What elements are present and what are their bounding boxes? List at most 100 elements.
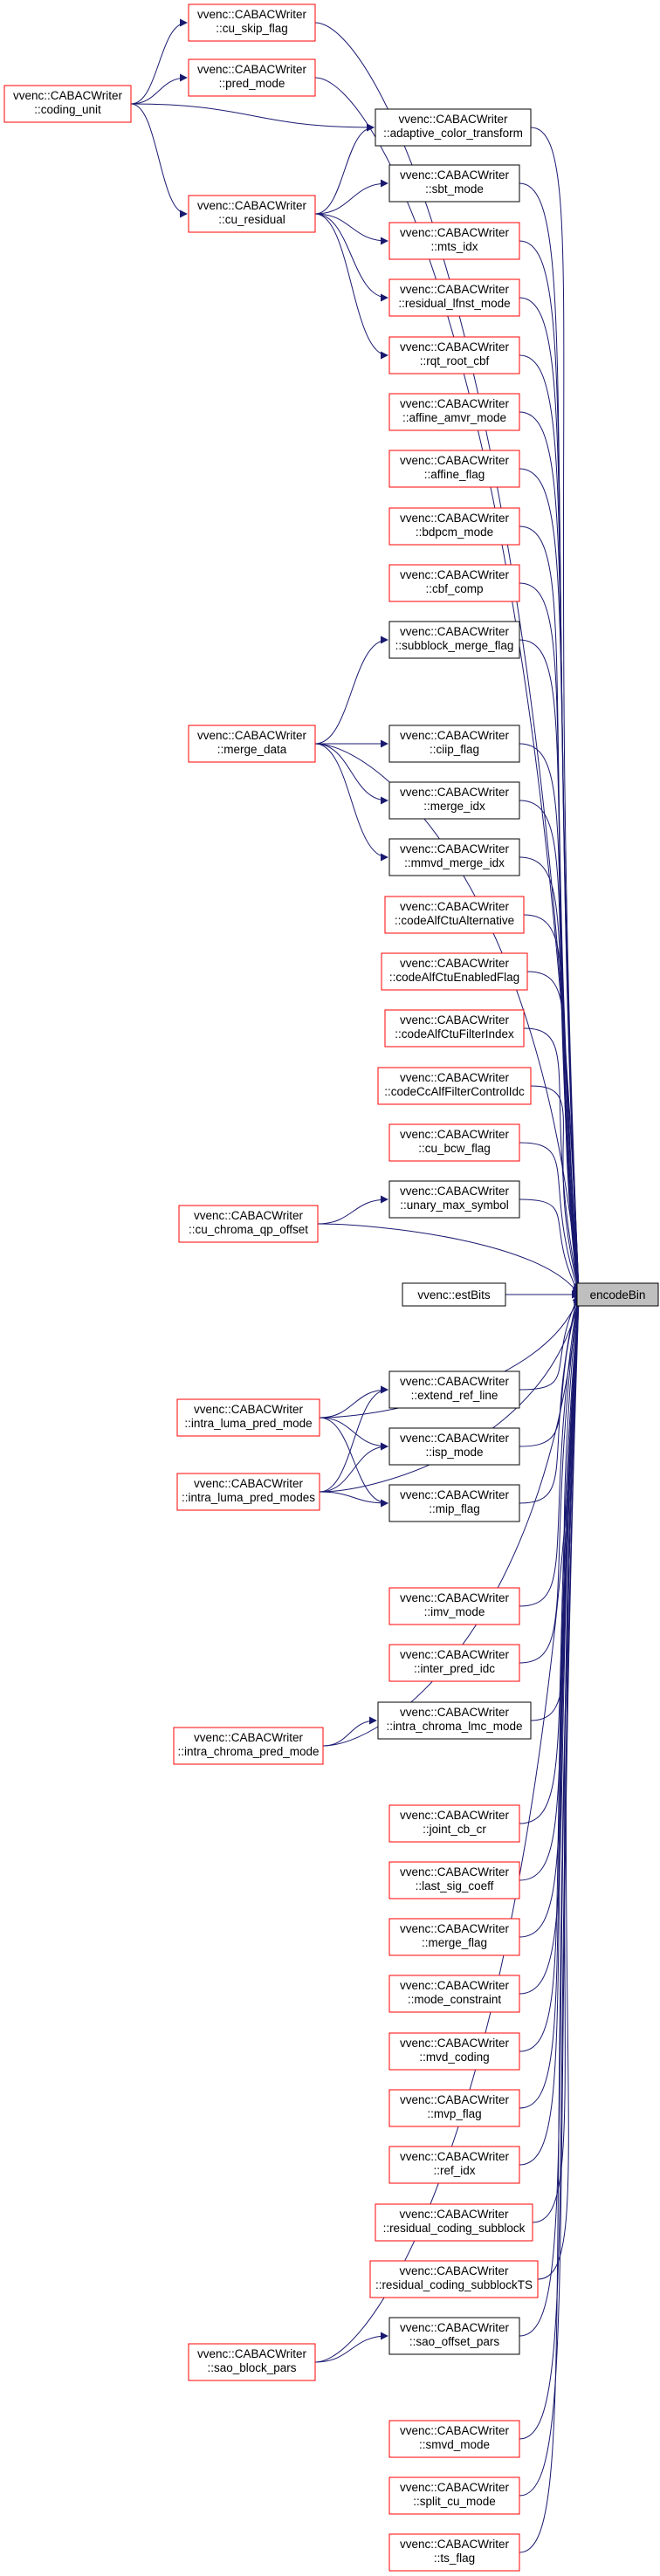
node-residual_lfnst_mode[interactable]: vvenc::CABACWriter::residual_lfnst_mode — [388, 278, 520, 317]
edge-cbf_comp-to-encodeBin — [519, 582, 582, 1293]
node-class-label: vvenc::CABACWriter — [197, 729, 307, 742]
node-method-label: ::codeAlfCtuFilterIndex — [395, 1027, 514, 1041]
node-intra_luma_pred_modes[interactable]: vvenc::CABACWriter::intra_luma_pred_mode… — [176, 1473, 320, 1511]
node-imv_mode[interactable]: vvenc::CABACWriter::imv_mode — [388, 1587, 520, 1625]
node-box — [576, 1282, 659, 1307]
node-affine_flag[interactable]: vvenc::CABACWriter::affine_flag — [388, 450, 520, 488]
node-codeCcAlfFilterControlIdc[interactable]: vvenc::CABACWriter::codeCcAlfFilterContr… — [377, 1067, 532, 1105]
node-merge_flag[interactable]: vvenc::CABACWriter::merge_flag — [388, 1918, 520, 1956]
node-split_cu_mode[interactable]: vvenc::CABACWriter::split_cu_mode — [388, 2476, 520, 2515]
node-residual_coding_subblock[interactable]: vvenc::CABACWriter::residual_coding_subb… — [375, 2203, 533, 2242]
node-cu_residual[interactable]: vvenc::CABACWriter::cu_residual — [188, 195, 316, 233]
node-method-label: ::cu_bcw_flag — [418, 1142, 491, 1155]
node-class-label: vvenc::CABACWriter — [194, 1403, 304, 1416]
node-box — [3, 85, 132, 123]
node-smvd_mode[interactable]: vvenc::CABACWriter::smvd_mode — [388, 2420, 520, 2458]
edge-cu_residual-to-rqt_root_cbf — [314, 213, 388, 360]
node-affine_amvr_mode[interactable]: vvenc::CABACWriter::affine_amvr_mode — [388, 393, 520, 431]
node-class-label: vvenc::CABACWriter — [400, 900, 510, 913]
node-isp_mode[interactable]: vvenc::CABACWriter::isp_mode — [388, 1427, 520, 1466]
node-intra_chroma_pred_mode[interactable]: vvenc::CABACWriter::intra_chroma_pred_mo… — [173, 1727, 324, 1765]
node-pred_mode[interactable]: vvenc::CABACWriter::pred_mode — [188, 58, 316, 97]
node-class-label: vvenc::CABACWriter — [400, 729, 510, 742]
node-box — [188, 2343, 316, 2381]
edge-mip_flag-to-encodeBin — [519, 1289, 581, 1504]
node-codeAlfCtuEnabledFlag[interactable]: vvenc::CABACWriter::codeAlfCtuEnabledFla… — [381, 952, 528, 991]
node-box — [388, 2476, 520, 2515]
node-method-label: ::merge_idx — [423, 800, 485, 813]
edge-affine_flag-to-encodeBin — [519, 468, 583, 1300]
edge-mvp_flag-to-encodeBin — [519, 1290, 582, 2109]
node-merge_idx[interactable]: vvenc::CABACWriter::merge_idx — [388, 781, 520, 820]
node-class-label: vvenc::CABACWriter — [400, 168, 510, 182]
node-method-label: ::ref_idx — [433, 2164, 475, 2177]
edges-layer — [130, 18, 583, 2553]
edge-cu_chroma_qp_offset-to-unary_max_symbol — [317, 1195, 388, 1225]
edge-cu_chroma_qp_offset-to-encodeBin — [317, 1223, 580, 1295]
node-coding_unit[interactable]: vvenc::CABACWriter::coding_unit — [3, 85, 132, 123]
node-method-label: ::mts_idx — [430, 240, 478, 253]
node-merge_data[interactable]: vvenc::CABACWriter::merge_data — [188, 725, 316, 763]
node-method-label: ::affine_flag — [424, 468, 485, 481]
node-box — [388, 1427, 520, 1466]
node-unary_max_symbol[interactable]: vvenc::CABACWriter::unary_max_symbol — [388, 1180, 520, 1219]
node-box — [388, 1587, 520, 1625]
edge-bdpcm_mode-to-encodeBin — [519, 526, 582, 1292]
node-box — [188, 725, 316, 763]
node-class-label: vvenc::CABACWriter — [400, 1128, 510, 1141]
node-codeAlfCtuAlternative[interactable]: vvenc::CABACWriter::codeAlfCtuAlternativ… — [384, 896, 525, 934]
node-class-label: vvenc::CABACWriter — [399, 2208, 509, 2221]
node-ciip_flag[interactable]: vvenc::CABACWriter::ciip_flag — [388, 725, 520, 763]
node-method-label: ::extend_ref_line — [411, 1389, 498, 1402]
node-class-label: vvenc::CABACWriter — [400, 340, 510, 354]
node-mvp_flag[interactable]: vvenc::CABACWriter::mvp_flag — [388, 2089, 520, 2127]
node-mip_flag[interactable]: vvenc::CABACWriter::mip_flag — [388, 1484, 520, 1522]
node-class-label: vvenc::CABACWriter — [400, 1375, 510, 1388]
node-codeAlfCtuFilterIndex[interactable]: vvenc::CABACWriter::codeAlfCtuFilterInde… — [384, 1009, 525, 1048]
node-method-label: ::joint_cb_cr — [423, 1823, 486, 1836]
node-mmvd_merge_idx[interactable]: vvenc::CABACWriter::mmvd_merge_idx — [388, 838, 520, 876]
node-joint_cb_cr[interactable]: vvenc::CABACWriter::joint_cb_cr — [388, 1804, 520, 1843]
node-extend_ref_line[interactable]: vvenc::CABACWriter::extend_ref_line — [388, 1370, 520, 1409]
node-adaptive_color_transform[interactable]: vvenc::CABACWriter::adaptive_color_trans… — [375, 108, 532, 147]
node-mts_idx[interactable]: vvenc::CABACWriter::mts_idx — [388, 222, 520, 260]
node-mvd_coding[interactable]: vvenc::CABACWriter::mvd_coding — [388, 2032, 520, 2071]
node-class-label: vvenc::CABACWriter — [400, 2481, 510, 2494]
edge-cu_residual-to-mts_idx — [314, 213, 388, 245]
node-class-label: vvenc::CABACWriter — [194, 1209, 304, 1222]
node-estBits[interactable]: vvenc::estBits — [402, 1282, 506, 1307]
edge-merge_data-to-subblock_merge_flag — [314, 635, 388, 745]
edge-codeAlfCtuFilterIndex-to-encodeBin — [523, 1027, 581, 1292]
node-residual_coding_subblockTS[interactable]: vvenc::CABACWriter::residual_coding_subb… — [369, 2260, 539, 2298]
node-box — [402, 1282, 506, 1307]
edge-ciip_flag-to-encodeBin — [519, 743, 582, 1295]
node-box — [375, 108, 532, 147]
node-intra_chroma_lmc_mode[interactable]: vvenc::CABACWriter::intra_chroma_lmc_mod… — [377, 1701, 532, 1740]
node-box — [388, 336, 520, 374]
node-sbt_mode[interactable]: vvenc::CABACWriter::sbt_mode — [388, 164, 520, 203]
node-cu_skip_flag[interactable]: vvenc::CABACWriter::cu_skip_flag — [188, 3, 316, 42]
node-ts_flag[interactable]: vvenc::CABACWriter::ts_flag — [388, 2533, 520, 2572]
node-bdpcm_mode[interactable]: vvenc::CABACWriter::bdpcm_mode — [388, 507, 520, 546]
node-method-label: ::cu_residual — [218, 213, 285, 226]
edge-cu_bcw_flag-to-encodeBin — [519, 1142, 581, 1294]
node-cu_chroma_qp_offset[interactable]: vvenc::CABACWriter::cu_chroma_qp_offset — [178, 1205, 319, 1243]
node-ref_idx[interactable]: vvenc::CABACWriter::ref_idx — [388, 2146, 520, 2184]
node-inter_pred_idc[interactable]: vvenc::CABACWriter::inter_pred_idc — [388, 1644, 520, 1682]
node-sao_block_pars[interactable]: vvenc::CABACWriter::sao_block_pars — [188, 2343, 316, 2381]
node-cu_bcw_flag[interactable]: vvenc::CABACWriter::cu_bcw_flag — [388, 1123, 520, 1162]
node-rqt_root_cbf[interactable]: vvenc::CABACWriter::rqt_root_cbf — [388, 336, 520, 374]
edge-sao_block_pars-to-encodeBin — [314, 1295, 583, 2363]
edge-unary_max_symbol-to-encodeBin — [519, 1199, 580, 1295]
node-mode_constraint[interactable]: vvenc::CABACWriter::mode_constraint — [388, 1975, 520, 2013]
node-sao_offset_pars[interactable]: vvenc::CABACWriter::sao_offset_pars — [388, 2317, 520, 2355]
node-last_sig_coeff[interactable]: vvenc::CABACWriter::last_sig_coeff — [388, 1861, 520, 1899]
edge-intra_luma_pred_mode-to-mip_flag — [319, 1417, 388, 1508]
node-class-label: vvenc::CABACWriter — [400, 454, 510, 467]
node-cbf_comp[interactable]: vvenc::CABACWriter::cbf_comp — [388, 564, 520, 602]
node-method-label: vvenc::estBits — [417, 1288, 491, 1302]
node-class-label: vvenc::CABACWriter — [400, 226, 510, 239]
node-intra_luma_pred_mode[interactable]: vvenc::CABACWriter::intra_luma_pred_mode — [176, 1398, 320, 1437]
node-class-label: vvenc::CABACWriter — [398, 113, 508, 126]
node-subblock_merge_flag[interactable]: vvenc::CABACWriter::subblock_merge_flag — [388, 621, 520, 659]
